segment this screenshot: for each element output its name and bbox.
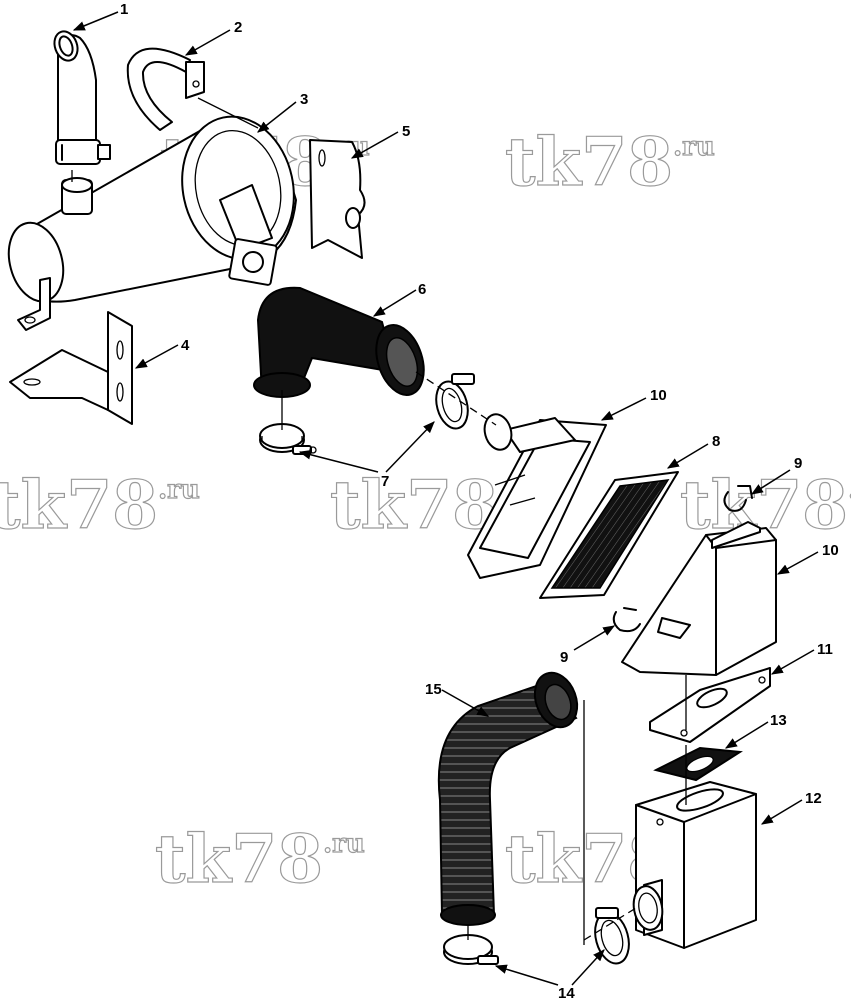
callout-14: 14	[494, 949, 605, 1000]
callout-label: 12	[805, 790, 822, 807]
callout-5: 5	[350, 123, 410, 159]
callout-label: 10	[822, 542, 839, 559]
part-hose-clamp-14	[443, 934, 499, 965]
part-exhaust-stack	[53, 30, 111, 165]
callout-3: 3	[257, 91, 308, 133]
part-precleaner-box	[632, 781, 757, 949]
callout-1: 1	[72, 1, 128, 31]
part-clip-9-lower	[612, 607, 641, 633]
callout-10b: 10	[776, 542, 839, 575]
callout-8: 8	[666, 433, 720, 469]
callout-7: 7	[298, 421, 435, 490]
callout-label: 6	[418, 281, 426, 298]
callout-13: 13	[724, 712, 787, 749]
part-adapter-plate	[649, 667, 771, 743]
callout-label: 7	[381, 473, 389, 490]
callout-4: 4	[134, 337, 190, 369]
callout-label: 13	[770, 712, 787, 729]
part-hose-clamp-7b	[435, 373, 475, 430]
watermark-text: tk78.ru	[155, 820, 365, 898]
watermark-layer: tk78.ru tk78.ru tk78.ru tk78.ru tk78.ru …	[0, 122, 851, 898]
part-hose-clamp-7	[259, 423, 317, 455]
callout-9a: 9	[750, 455, 802, 495]
callout-label: 9	[794, 455, 802, 472]
callout-label: 3	[300, 91, 308, 108]
callout-label: 15	[425, 681, 442, 698]
callout-label: 8	[712, 433, 720, 450]
callout-label: 5	[402, 123, 410, 140]
callout-6: 6	[372, 281, 426, 317]
part-air-cleaner-lid	[467, 413, 607, 579]
callout-9b: 9	[560, 625, 616, 666]
watermark-text: tk78.ru	[680, 466, 851, 544]
part-elbow-hose	[253, 286, 425, 398]
part-filter-element	[539, 471, 679, 599]
part-bracket-plate	[309, 139, 366, 259]
part-gasket	[653, 746, 743, 782]
callout-15: 15	[425, 681, 490, 717]
watermark-text: tk78.ru	[505, 123, 715, 201]
part-mounting-strap	[126, 47, 205, 131]
callout-label: 9	[560, 649, 568, 666]
callout-2: 2	[184, 19, 242, 56]
assembly-lines	[71, 97, 687, 945]
watermark-text: tk78.ru	[0, 466, 200, 544]
part-corrugated-hose	[437, 671, 579, 926]
callout-label: 1	[120, 1, 128, 18]
part-muffler	[7, 115, 297, 331]
part-bracket-lower	[9, 311, 133, 425]
callout-label: 11	[817, 641, 833, 658]
callout-10a: 10	[600, 387, 667, 421]
callout-label: 4	[181, 337, 190, 354]
part-air-cleaner-body	[621, 521, 777, 676]
callout-label: 10	[650, 387, 667, 404]
callout-11: 11	[770, 641, 833, 675]
callout-12: 12	[760, 790, 822, 825]
callout-label: 2	[234, 19, 242, 36]
callout-label: 14	[558, 985, 575, 1000]
